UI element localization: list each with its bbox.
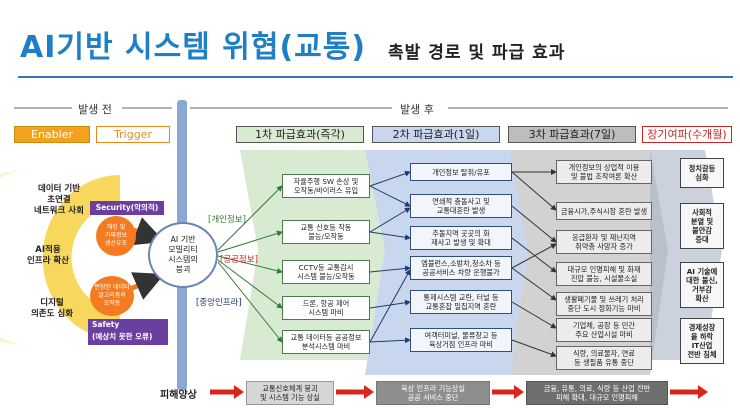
center-system-circle: AI 기반 모빌리티 시스템의 붕괴 — [148, 222, 218, 288]
trigger-arrow-bottom — [126, 272, 165, 300]
header-long-term: 장기여파(수개월) — [642, 126, 732, 143]
safety-trigger-circle: 편향된 데이터 알고리즘의 오작동 — [90, 276, 134, 316]
category-personal: [개인정보] — [208, 215, 246, 225]
enabler-text-2: AI적용 인프라 확산 — [26, 245, 70, 266]
enabler-text-3: 디지털 의존도 심화 — [30, 298, 74, 319]
third-effect-2: 금융시가,주식시장 혼란 발생 — [556, 202, 652, 220]
page-title: AI기반 시스템 위협(교통) — [20, 30, 367, 65]
enabler-header: Enabler — [14, 126, 90, 143]
enabler-text-1: 데이터 기반 초연결 네트워크 사회 — [34, 184, 84, 216]
enabler-arc — [42, 175, 121, 340]
category-public: [공공정보] — [220, 255, 258, 265]
phase-after-label: 발생 후 — [400, 103, 434, 116]
category-central-infra: [중앙인프라] — [196, 298, 242, 308]
edge-center-f1 — [217, 185, 283, 251]
edge-center-f5 — [217, 261, 283, 343]
edge-center-f4 — [217, 259, 283, 309]
second-effect-1: 개인정보 탈취/유포 — [410, 163, 512, 181]
header-second-effect: 2차 파급효과(1일) — [372, 126, 500, 143]
header-third-effect: 3차 파급효과(7일) — [508, 126, 636, 143]
phase-before-label: 발생 전 — [78, 103, 112, 116]
page-subtitle: 촉발 경로 및 파급 효과 — [388, 43, 566, 63]
edge-center-f3 — [217, 255, 283, 274]
security-trigger-circle: 해킹 및 가짜정보 생산유포 — [96, 216, 136, 256]
title-underline — [18, 76, 733, 78]
trigger-header: Trigger — [96, 126, 170, 143]
security-label: Security(악의적) — [90, 201, 164, 215]
safety-label-box: Safety (예상치 못한 오류) — [88, 319, 168, 345]
header-first-effect: 1차 파급효과(즉각) — [236, 126, 364, 143]
edge-center-f2 — [217, 230, 283, 253]
damage-label: 피해양상 — [160, 390, 197, 401]
